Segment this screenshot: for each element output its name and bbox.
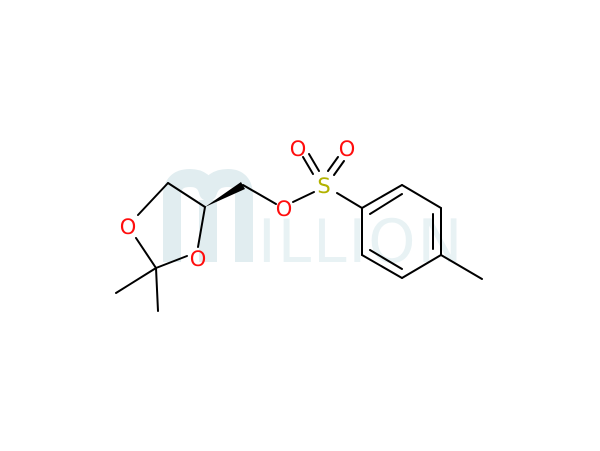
watermark: ILLION: [163, 169, 464, 277]
bond-methyl-1: [115, 267, 157, 294]
bond-ch-oright: [197, 206, 206, 248]
bond-s-o2-a: [327, 156, 339, 172]
atom-o-ester: O: [276, 197, 293, 221]
bond-ch2-oester: [242, 184, 277, 205]
bond-ar-2: [401, 184, 442, 209]
bond-ar-inner-3: [369, 249, 403, 270]
bond-para-methyl: [440, 254, 483, 280]
bond-ch2-ch: [167, 182, 206, 208]
atom-labels: O O O S O O: [120, 137, 356, 271]
bonds: [115, 153, 483, 312]
bond-s-o2-b: [333, 160, 345, 176]
atom-o-sulfonyl-2: O: [339, 137, 356, 161]
bond-s-o1-b: [308, 153, 320, 172]
bond-ar-4: [401, 254, 442, 279]
bond-ar-inner-1: [369, 193, 403, 215]
bond-ar-1: [361, 184, 403, 209]
bond-s-o1-a: [302, 156, 314, 175]
bond-c-oleft: [135, 237, 157, 269]
watermark-text: ILLION: [258, 207, 464, 277]
bond-ar-5: [361, 254, 403, 279]
bond-s-aryl: [336, 192, 363, 209]
atom-s: S: [317, 174, 330, 198]
atom-o-sulfonyl-1: O: [290, 137, 307, 161]
wedge-bond: [205, 182, 245, 207]
atom-o-ring-left: O: [120, 215, 137, 239]
atom-o-ring-right: O: [190, 247, 207, 271]
bond-methyl-2: [155, 267, 159, 312]
bond-oester-s: [292, 191, 315, 203]
bond-oleft-ch2: [137, 182, 169, 216]
bond-oright-c: [155, 255, 188, 269]
